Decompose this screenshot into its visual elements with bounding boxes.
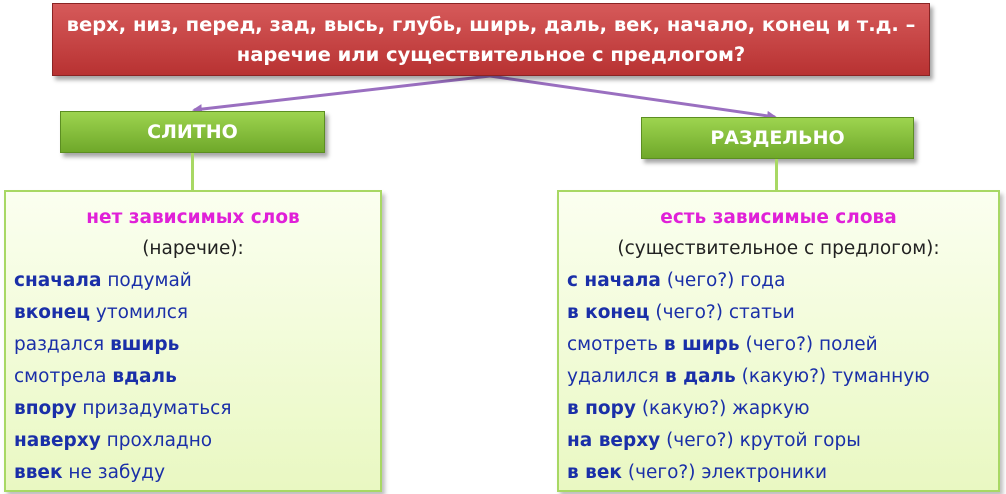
connector-right	[775, 159, 778, 191]
example-row: смотреть в ширь (чего?) полей	[567, 334, 878, 355]
example-row: в век (чего?) электроники	[567, 462, 828, 483]
example-row: на верху (чего?) крутой горы	[567, 430, 861, 451]
tag-slitno: СЛИТНО	[60, 111, 325, 153]
question-line-1: верх, низ, перед, зад, высь, глубь, ширь…	[66, 12, 916, 36]
example-row: ввек не забуду	[14, 462, 166, 483]
panel-heading: нет зависимых слов	[86, 207, 300, 228]
example-row: наверху прохладно	[14, 430, 213, 451]
example-row: вконец утомился	[14, 302, 189, 323]
panel-heading: есть зависимые слова	[660, 207, 897, 228]
arrow-to-left-tag	[192, 74, 491, 115]
arrow-to-right-tag	[489, 74, 777, 121]
question-banner: верх, низ, перед, зад, высь, глубь, ширь…	[52, 3, 930, 76]
example-row: смотрела вдаль	[14, 366, 177, 387]
panel-adverb: нет зависимых слов (наречие): сначала по…	[4, 190, 382, 492]
example-row: впору призадуматься	[14, 398, 232, 419]
example-row: раздался вширь	[14, 334, 180, 355]
example-row: в конец (чего?) статьи	[567, 302, 795, 323]
question-line-2: наречие или существительное с предлогом?	[236, 42, 746, 66]
example-row: в пору (какую?) жаркую	[567, 398, 810, 419]
panel-subheading: (существительное с предлогом):	[617, 238, 940, 259]
example-row: сначала подумай	[14, 270, 192, 291]
example-row: удалился в даль (какую?) туманную	[567, 366, 930, 387]
panel-noun-with-preposition: есть зависимые слова (существительное с …	[557, 190, 1000, 492]
connector-left	[191, 153, 194, 191]
tag-razdelno: РАЗДЕЛЬНО	[641, 117, 914, 159]
example-row: с начала (чего?) года	[567, 270, 786, 291]
panel-subheading: (наречие):	[142, 238, 244, 259]
